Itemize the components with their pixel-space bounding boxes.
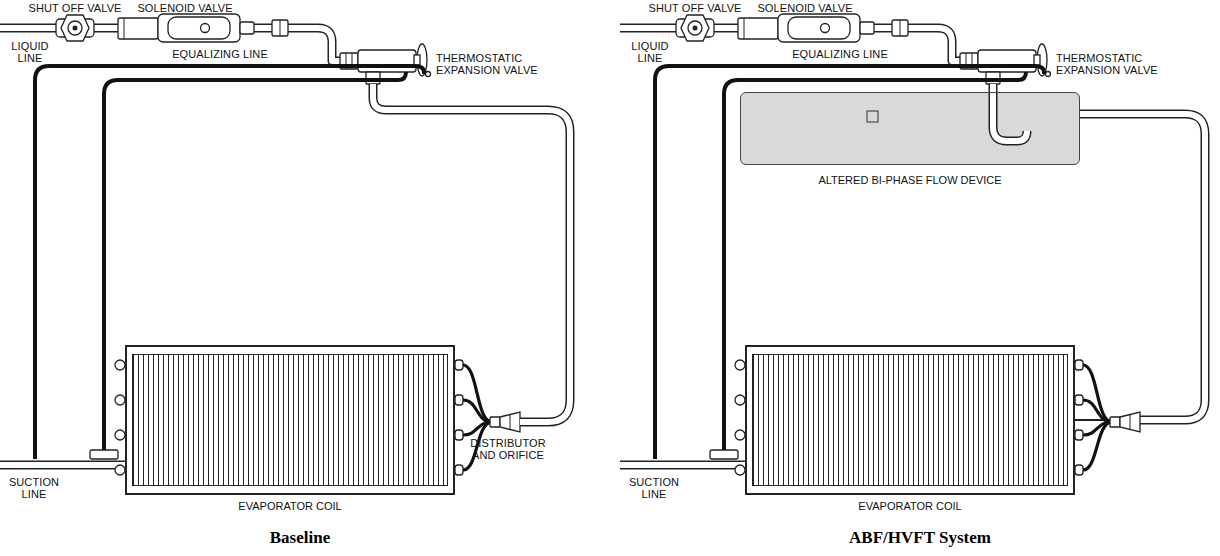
coil-fins [752,354,1068,486]
part-label: SHUT OFF VALVE [28,2,121,14]
node-label: EVAPORATOR COIL [125,500,455,512]
coil-fins [132,354,448,486]
part-label: LIQUID LINE [6,40,54,64]
part-label: SUCTION LINE [624,476,684,500]
coil-body [745,345,1075,495]
part-label: THERMOSTATIC EXPANSION VALVE [1056,52,1174,76]
panel-caption: ABF/HVFT System [849,528,991,548]
evaporator-coil: EVAPORATOR COIL [125,345,455,512]
node-label: EVAPORATOR COIL [745,500,1075,512]
internal-pipe [741,93,1080,165]
refrigerant-pipe [1075,114,1205,420]
part-label: SOLENOID VALVE [137,2,232,14]
flow-device-box: ALTERED BI-PHASE FLOW DEVICE [740,92,1080,186]
panel-caption: Baseline [270,528,330,548]
part-label: EQUALIZING LINE [792,48,888,60]
evaporator-coil: EVAPORATOR COIL [745,345,1075,512]
part-label: DISTRIBUTOR AND ORIFICE [463,437,553,461]
coil-body [125,345,455,495]
node-label: ALTERED BI-PHASE FLOW DEVICE [740,174,1080,186]
part-label: SHUT OFF VALVE [648,2,741,14]
part-label: EQUALIZING LINE [172,48,268,60]
part-label: SOLENOID VALVE [757,2,852,14]
part-label: SUCTION LINE [4,476,64,500]
part-label: THERMOSTATIC EXPANSION VALVE [436,52,554,76]
device-housing [740,92,1080,165]
part-label: LIQUID LINE [626,40,674,64]
